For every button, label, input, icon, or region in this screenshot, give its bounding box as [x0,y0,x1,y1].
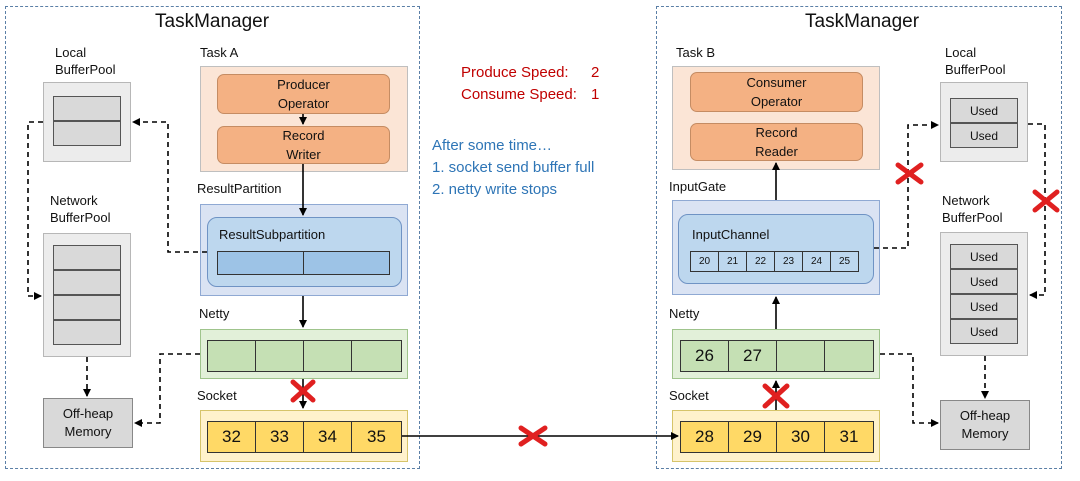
dashed-local-to-network [27,121,43,300]
input-channel [678,214,874,284]
blocked-x-icon [518,425,548,447]
left-netty-buffer [351,340,402,372]
right-local-bufferpool-label: Local BufferPool [945,45,1006,77]
left-network-buffer-slot [53,295,121,320]
result-partition-label: ResultPartition [197,181,282,196]
note-item: 2. netty write stops [432,181,558,198]
left-socket-buffer: 34 [303,421,352,453]
left-taskmanager [5,6,420,469]
left-network-buffer-slot [53,270,121,295]
left-socket-label: Socket [197,388,237,403]
right-local-buffer-slot: Used [950,123,1018,148]
right-socket-buffer: 29 [728,421,777,453]
right-netty-buffer: 26 [680,340,729,372]
dashed-local-to-network-right [1028,123,1046,299]
right-netty-buffer [824,340,874,372]
right-netty-buffer: 27 [728,340,777,372]
right-socket-buffer: 28 [680,421,729,453]
right-netty-label: Netty [669,306,700,321]
consume-speed-value: 1 [591,86,600,103]
left-netty-buffer [255,340,304,372]
blocked-x-icon [895,162,924,185]
task-b-label: Task B [676,45,716,60]
blocked-x-icon [762,383,790,409]
dashed-netty-to-offheap-right [880,353,939,427]
left-socket-buffer: 33 [255,421,304,453]
dashed-netty-to-offheap [134,353,200,427]
right-local-buffer-slot: Used [950,98,1018,123]
blocked-x-icon [1032,189,1060,213]
left-netty-buffer [207,340,256,372]
right-network-buffer-slot: Used [950,269,1018,294]
input-channel-buffer: 25 [830,251,859,272]
left-local-bufferpool-label: Local BufferPool [55,45,116,77]
left-network-buffer-slot [53,320,121,345]
left-network-bufferpool-label: Network BufferPool [50,193,111,225]
left-taskmanager-title: TaskManager [155,11,270,32]
produce-speed-value: 2 [591,64,600,81]
right-taskmanager [656,6,1062,469]
input-gate-label: InputGate [669,179,727,194]
right-socket-buffer: 31 [824,421,874,453]
right-network-buffer-slot: Used [950,319,1018,344]
result-subpartition-buffer [303,251,390,275]
right-taskmanager-title: TaskManager [805,11,920,32]
after-some-time-note: After some time… [432,137,553,154]
dashed-channel-to-localpool [874,121,939,249]
produce-speed-label: Produce Speed: [461,64,569,81]
blocked-x-icon [290,379,316,403]
left-network-buffer-slot [53,245,121,270]
left-netty-label: Netty [199,306,230,321]
result-subpartition-label: ResultSubpartition [219,227,326,242]
left-socket-buffer: 35 [351,421,402,453]
input-channel-label: InputChannel [692,227,770,242]
right-network-bufferpool-label: Network BufferPool [942,193,1003,225]
left-local-buffer-slot [53,96,121,121]
note-item: 1. socket send buffer full [432,159,595,176]
right-network-buffer-slot: Used [950,294,1018,319]
consume-speed-label: Consume Speed: [461,86,577,103]
right-network-buffer-slot: Used [950,244,1018,269]
dashed-subpartition-to-localpool [132,118,207,253]
left-local-buffer-slot [53,121,121,146]
task-a-label: Task A [200,45,239,60]
right-socket-label: Socket [669,388,709,403]
